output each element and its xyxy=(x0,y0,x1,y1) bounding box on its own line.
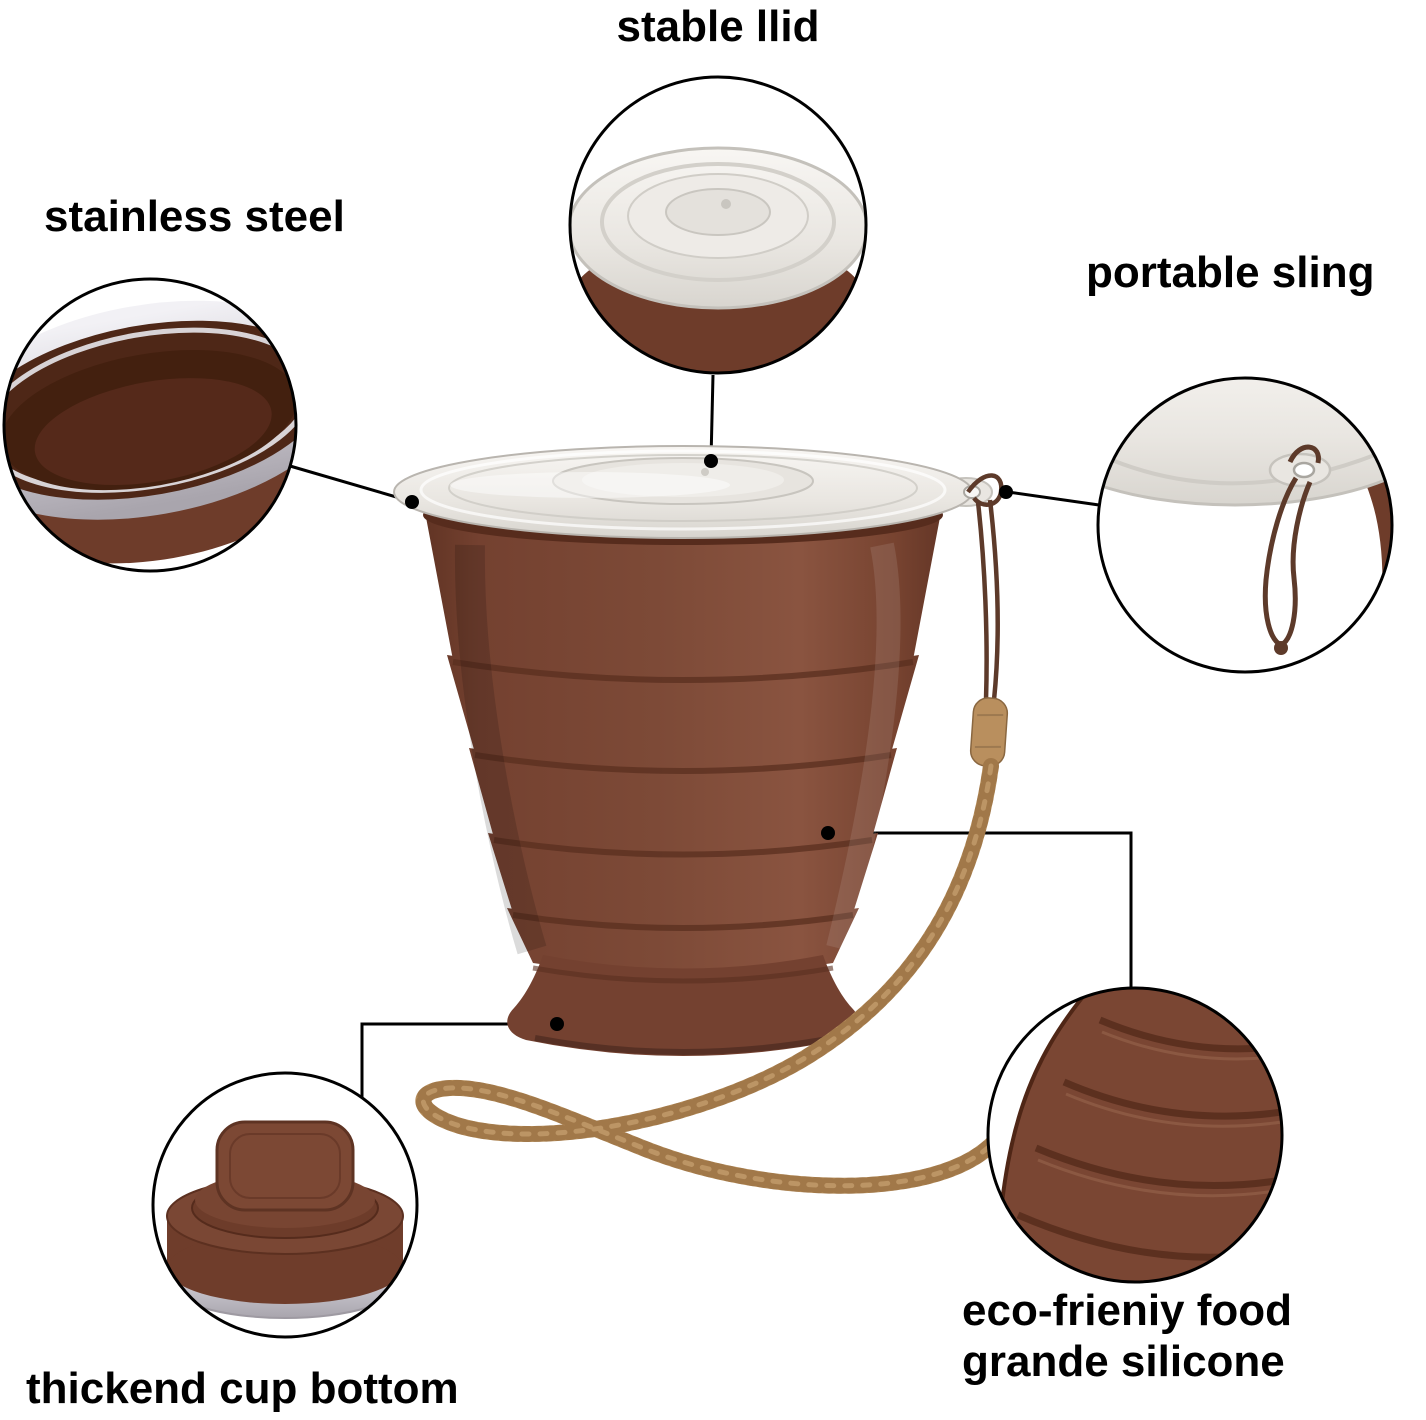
sling-label: portable sling xyxy=(1086,248,1375,297)
steel-callout-circle xyxy=(2,277,298,573)
bottom-label: thickend cup bottom xyxy=(26,1364,459,1413)
lid-sheen xyxy=(450,472,730,498)
silicone-connector-line xyxy=(828,831,1133,990)
lanyard-bead xyxy=(969,697,1009,767)
bottom-connector-line xyxy=(360,1022,557,1098)
cup-lid xyxy=(393,445,993,545)
fold-ridges xyxy=(452,659,914,931)
left-shadow xyxy=(454,544,547,955)
sling-closeup-illustration xyxy=(1098,378,1392,672)
sling-connector-dot xyxy=(999,485,1013,499)
steel-connector-line xyxy=(289,464,411,503)
sling-callout-circle xyxy=(1096,376,1394,674)
bottom-callout-circle xyxy=(151,1071,419,1339)
silicone-label-line2: grande silicone xyxy=(962,1336,1285,1386)
cup-body xyxy=(425,512,941,1056)
silicone-connector-dot xyxy=(821,826,835,840)
callout-circles xyxy=(2,75,1394,1339)
steel-connector-dot xyxy=(405,495,419,509)
silicone-callout-circle xyxy=(986,986,1284,1284)
right-highlight xyxy=(826,542,901,951)
steel-closeup-illustration xyxy=(4,279,296,571)
steel-label: stainless steel xyxy=(44,192,345,241)
bottom-closeup-illustration xyxy=(153,1073,417,1337)
cup-foot xyxy=(507,955,859,1056)
silicone-label: eco-frieniy food grande silicone xyxy=(962,1286,1292,1387)
lid-connector-dot xyxy=(704,454,718,468)
lid-closeup-illustration xyxy=(570,77,866,373)
silicone-label-line1: eco-frieniy food xyxy=(962,1286,1293,1335)
lanyard-strap xyxy=(415,758,1030,1194)
callout-connector-lines xyxy=(289,374,1133,1098)
callout-connector-dots xyxy=(405,454,1013,1031)
bottom-connector-dot xyxy=(550,1017,564,1031)
lanyard-cord xyxy=(966,473,1004,701)
lid-vent-hole xyxy=(701,468,709,476)
sling-connector-line xyxy=(1007,490,1100,507)
silicone-closeup-illustration xyxy=(988,988,1282,1282)
lid-callout-circle xyxy=(568,75,868,375)
lid-label: stable llid xyxy=(616,2,820,51)
